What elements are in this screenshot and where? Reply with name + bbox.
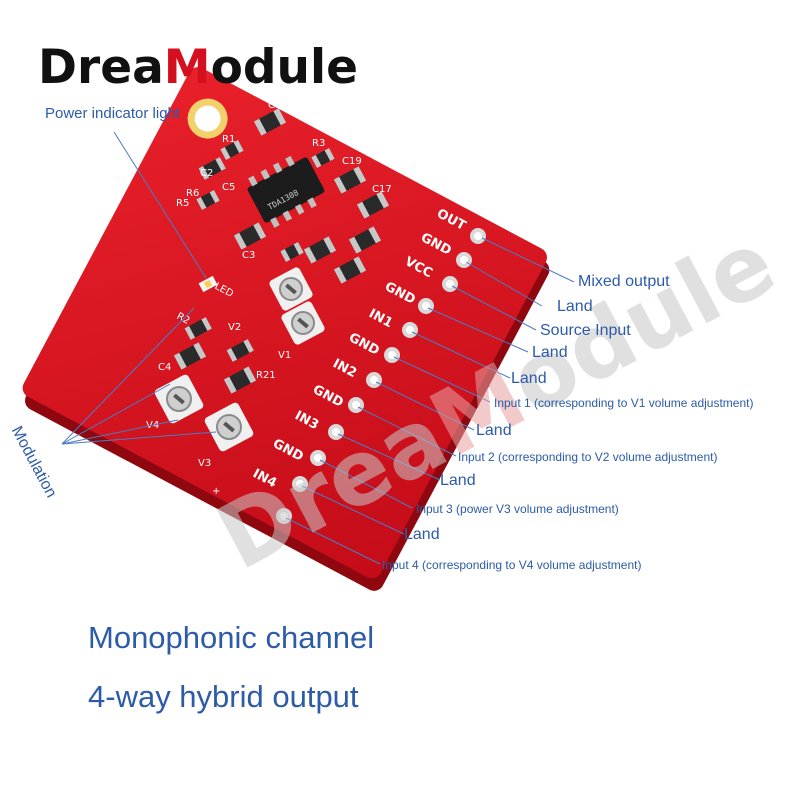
silk-v1: V1 <box>278 350 291 361</box>
label-input-1: Input 1 (corresponding to V1 volume adju… <box>494 396 754 410</box>
label-input-4: Input 4 (corresponding to V4 volume adju… <box>382 558 642 572</box>
label-input-3: Input 3 (power V3 volume adjustment) <box>416 502 619 516</box>
silk-v2: V2 <box>228 322 241 333</box>
mounting-hole-inner <box>194 105 221 132</box>
pin-hole-gnd-1 <box>456 252 472 268</box>
header-pins <box>276 228 486 524</box>
brand-logo: DreaModule <box>38 40 358 95</box>
silk-c19: C19 <box>342 156 362 167</box>
silk-r6: R6 <box>186 188 199 199</box>
label-power-indicator: Power indicator light <box>45 105 181 122</box>
pin-hole-vcc <box>442 276 458 292</box>
feature-line-2: 4-way hybrid output <box>88 679 359 714</box>
pin-hole-out <box>470 228 486 244</box>
pin-hole-in1 <box>402 322 418 338</box>
power-led <box>198 275 218 293</box>
label-land-6: Land <box>404 526 440 543</box>
label-mixed-output: Mixed output <box>578 273 670 290</box>
silk-c1: C1 <box>268 100 281 111</box>
silk-c5: C5 <box>222 182 235 193</box>
pin-hole-gnd-3 <box>384 347 400 363</box>
pin-hole-gnd-2 <box>418 298 434 314</box>
potentiometer-v2 <box>269 267 313 311</box>
silk-c4: C4 <box>158 362 171 373</box>
label-land-2: Land <box>532 344 568 361</box>
potentiometer-v1 <box>281 301 325 345</box>
silk-r5: R5 <box>176 198 189 209</box>
label-land-5: Land <box>440 472 476 489</box>
potentiometer-v3 <box>204 402 254 452</box>
callout-lines <box>61 131 575 565</box>
silk-c2: C2 <box>200 168 213 179</box>
silk-c3: C3 <box>242 250 255 261</box>
silk-r3: R3 <box>312 138 325 149</box>
silk-r21: R21 <box>256 370 276 381</box>
label-source-input: Source Input <box>540 322 631 339</box>
silk-r1: R1 <box>222 134 235 145</box>
silk-v3: V3 <box>198 458 211 469</box>
label-input-2: Input 2 (corresponding to V2 volume adju… <box>458 450 718 464</box>
label-land-3: Land <box>511 370 547 387</box>
smd-components <box>173 108 390 394</box>
pin-hole-gnd-4 <box>348 397 364 413</box>
pin-hole-in2 <box>366 372 382 388</box>
potentiometer-v4 <box>154 374 204 424</box>
label-land-4: Land <box>476 422 512 439</box>
label-land-1: Land <box>557 298 593 315</box>
pin-hole-in3 <box>328 424 344 440</box>
silk-c17: C17 <box>372 184 392 195</box>
silk-plus: + <box>212 486 220 497</box>
feature-line-1: Monophonic channel <box>88 620 375 655</box>
amplifier-chip <box>247 155 325 228</box>
